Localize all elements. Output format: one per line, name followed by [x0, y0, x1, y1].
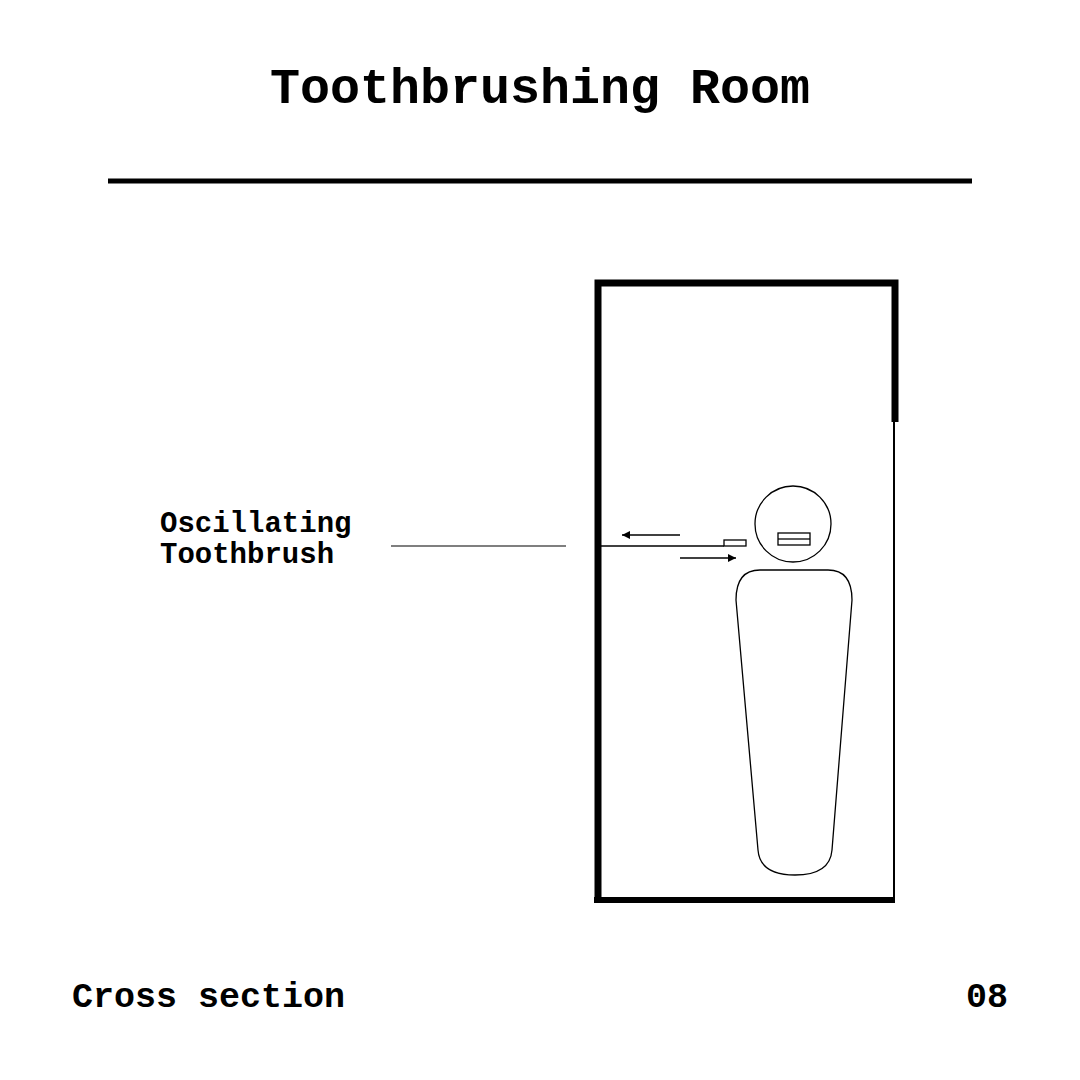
view-label: Cross section [72, 978, 572, 1018]
room-wall [598, 283, 895, 903]
title-rule [108, 179, 972, 184]
door-line [893, 422, 895, 900]
teeth-line [778, 538, 810, 539]
toothbrush-head [724, 540, 746, 546]
room-floor [594, 897, 895, 903]
toothbrush-arm [601, 545, 724, 546]
view-label-box: Cross section [72, 978, 572, 1018]
leader-line [391, 545, 566, 546]
motion-arrow [622, 534, 680, 536]
sheet-number-box: 08 [808, 978, 1008, 1018]
person-head [755, 486, 831, 562]
part-label-box: Oscillating Toothbrush [160, 509, 385, 571]
person-body [736, 570, 852, 875]
diagram-title: Toothbrushing Room [0, 64, 1080, 116]
sheet-number: 08 [808, 978, 1008, 1018]
person-mouth [778, 533, 810, 545]
part-label: Oscillating Toothbrush [160, 509, 385, 571]
title-box: Toothbrushing Room [0, 64, 1080, 116]
motion-arrow [680, 557, 736, 559]
